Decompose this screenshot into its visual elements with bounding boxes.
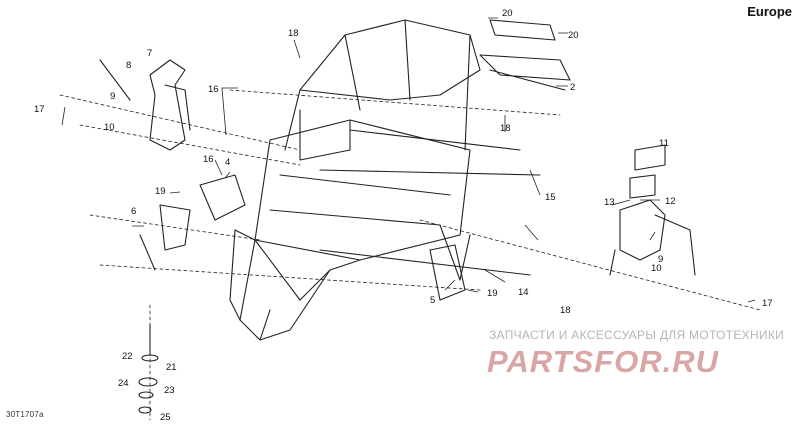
- bracket-2: [479, 54, 571, 91]
- callout-label: 15: [545, 192, 556, 203]
- callout-label: 13: [604, 197, 615, 208]
- watermark-tagline: ЗАПЧАСТИ И АКСЕССУАРЫ ДЛЯ МОТОТЕХНИКИ: [489, 328, 785, 342]
- frame-lower-cradle: [229, 229, 361, 341]
- leader-line: [61, 17, 756, 303]
- bolt-8: [99, 59, 131, 101]
- nut-25: [138, 406, 152, 414]
- callout-label: 19: [155, 186, 166, 197]
- callout-label: 24: [118, 378, 129, 389]
- callout-label: 6: [131, 206, 136, 217]
- callout-label: 18: [288, 28, 299, 39]
- callout-label: 19: [487, 288, 498, 299]
- bracket-left: [149, 59, 191, 151]
- callout-label: 2: [570, 82, 575, 93]
- callout-label: 18: [560, 305, 571, 316]
- watermark-logo: PARTSFOR.RU: [487, 344, 720, 379]
- frame-crossbar: [269, 109, 451, 226]
- frame-upper-tube: [284, 19, 471, 151]
- callout-label: 18: [500, 123, 511, 134]
- centerline: [59, 89, 561, 166]
- clamp-12: [629, 174, 656, 199]
- callout-label: 10: [104, 122, 115, 133]
- document-code: 30T1707a: [6, 410, 44, 419]
- callout-label: 17: [34, 104, 45, 115]
- callout-label: 20: [568, 30, 579, 41]
- bracket-5: [429, 244, 466, 301]
- callout-label: 14: [518, 287, 529, 298]
- bracket-4: [199, 174, 246, 221]
- callout-label: 9: [110, 91, 115, 102]
- callout-label: 21: [166, 362, 177, 373]
- callout-label: 12: [665, 196, 676, 207]
- callout-label: 11: [659, 138, 669, 149]
- callout-label: 4: [225, 157, 230, 168]
- centerline: [89, 214, 761, 311]
- callout-label: 8: [126, 60, 131, 71]
- rail-15: [319, 129, 541, 176]
- frame-lower-rail: [254, 224, 471, 341]
- rail-14: [319, 249, 531, 276]
- callout-label: 10: [651, 263, 662, 274]
- callout-label: 25: [160, 412, 171, 423]
- region-label: Europe: [747, 4, 792, 19]
- callout-label: 23: [164, 385, 175, 396]
- callout-label: 20: [502, 8, 513, 19]
- washer-23: [138, 377, 158, 387]
- callout-label: 5: [430, 295, 435, 306]
- bracket-6: [139, 204, 191, 271]
- callout-label: 16: [203, 154, 214, 165]
- callout-label: 7: [147, 48, 152, 59]
- washer-24: [138, 391, 154, 399]
- callout-label: 17: [762, 298, 773, 309]
- bracket-20: [489, 19, 556, 41]
- callout-label: 22: [122, 351, 133, 362]
- callout-label: 16: [208, 84, 219, 95]
- frame-top-rail: [299, 19, 481, 101]
- clamp-11: [634, 144, 666, 171]
- callout-label: 9: [658, 254, 663, 265]
